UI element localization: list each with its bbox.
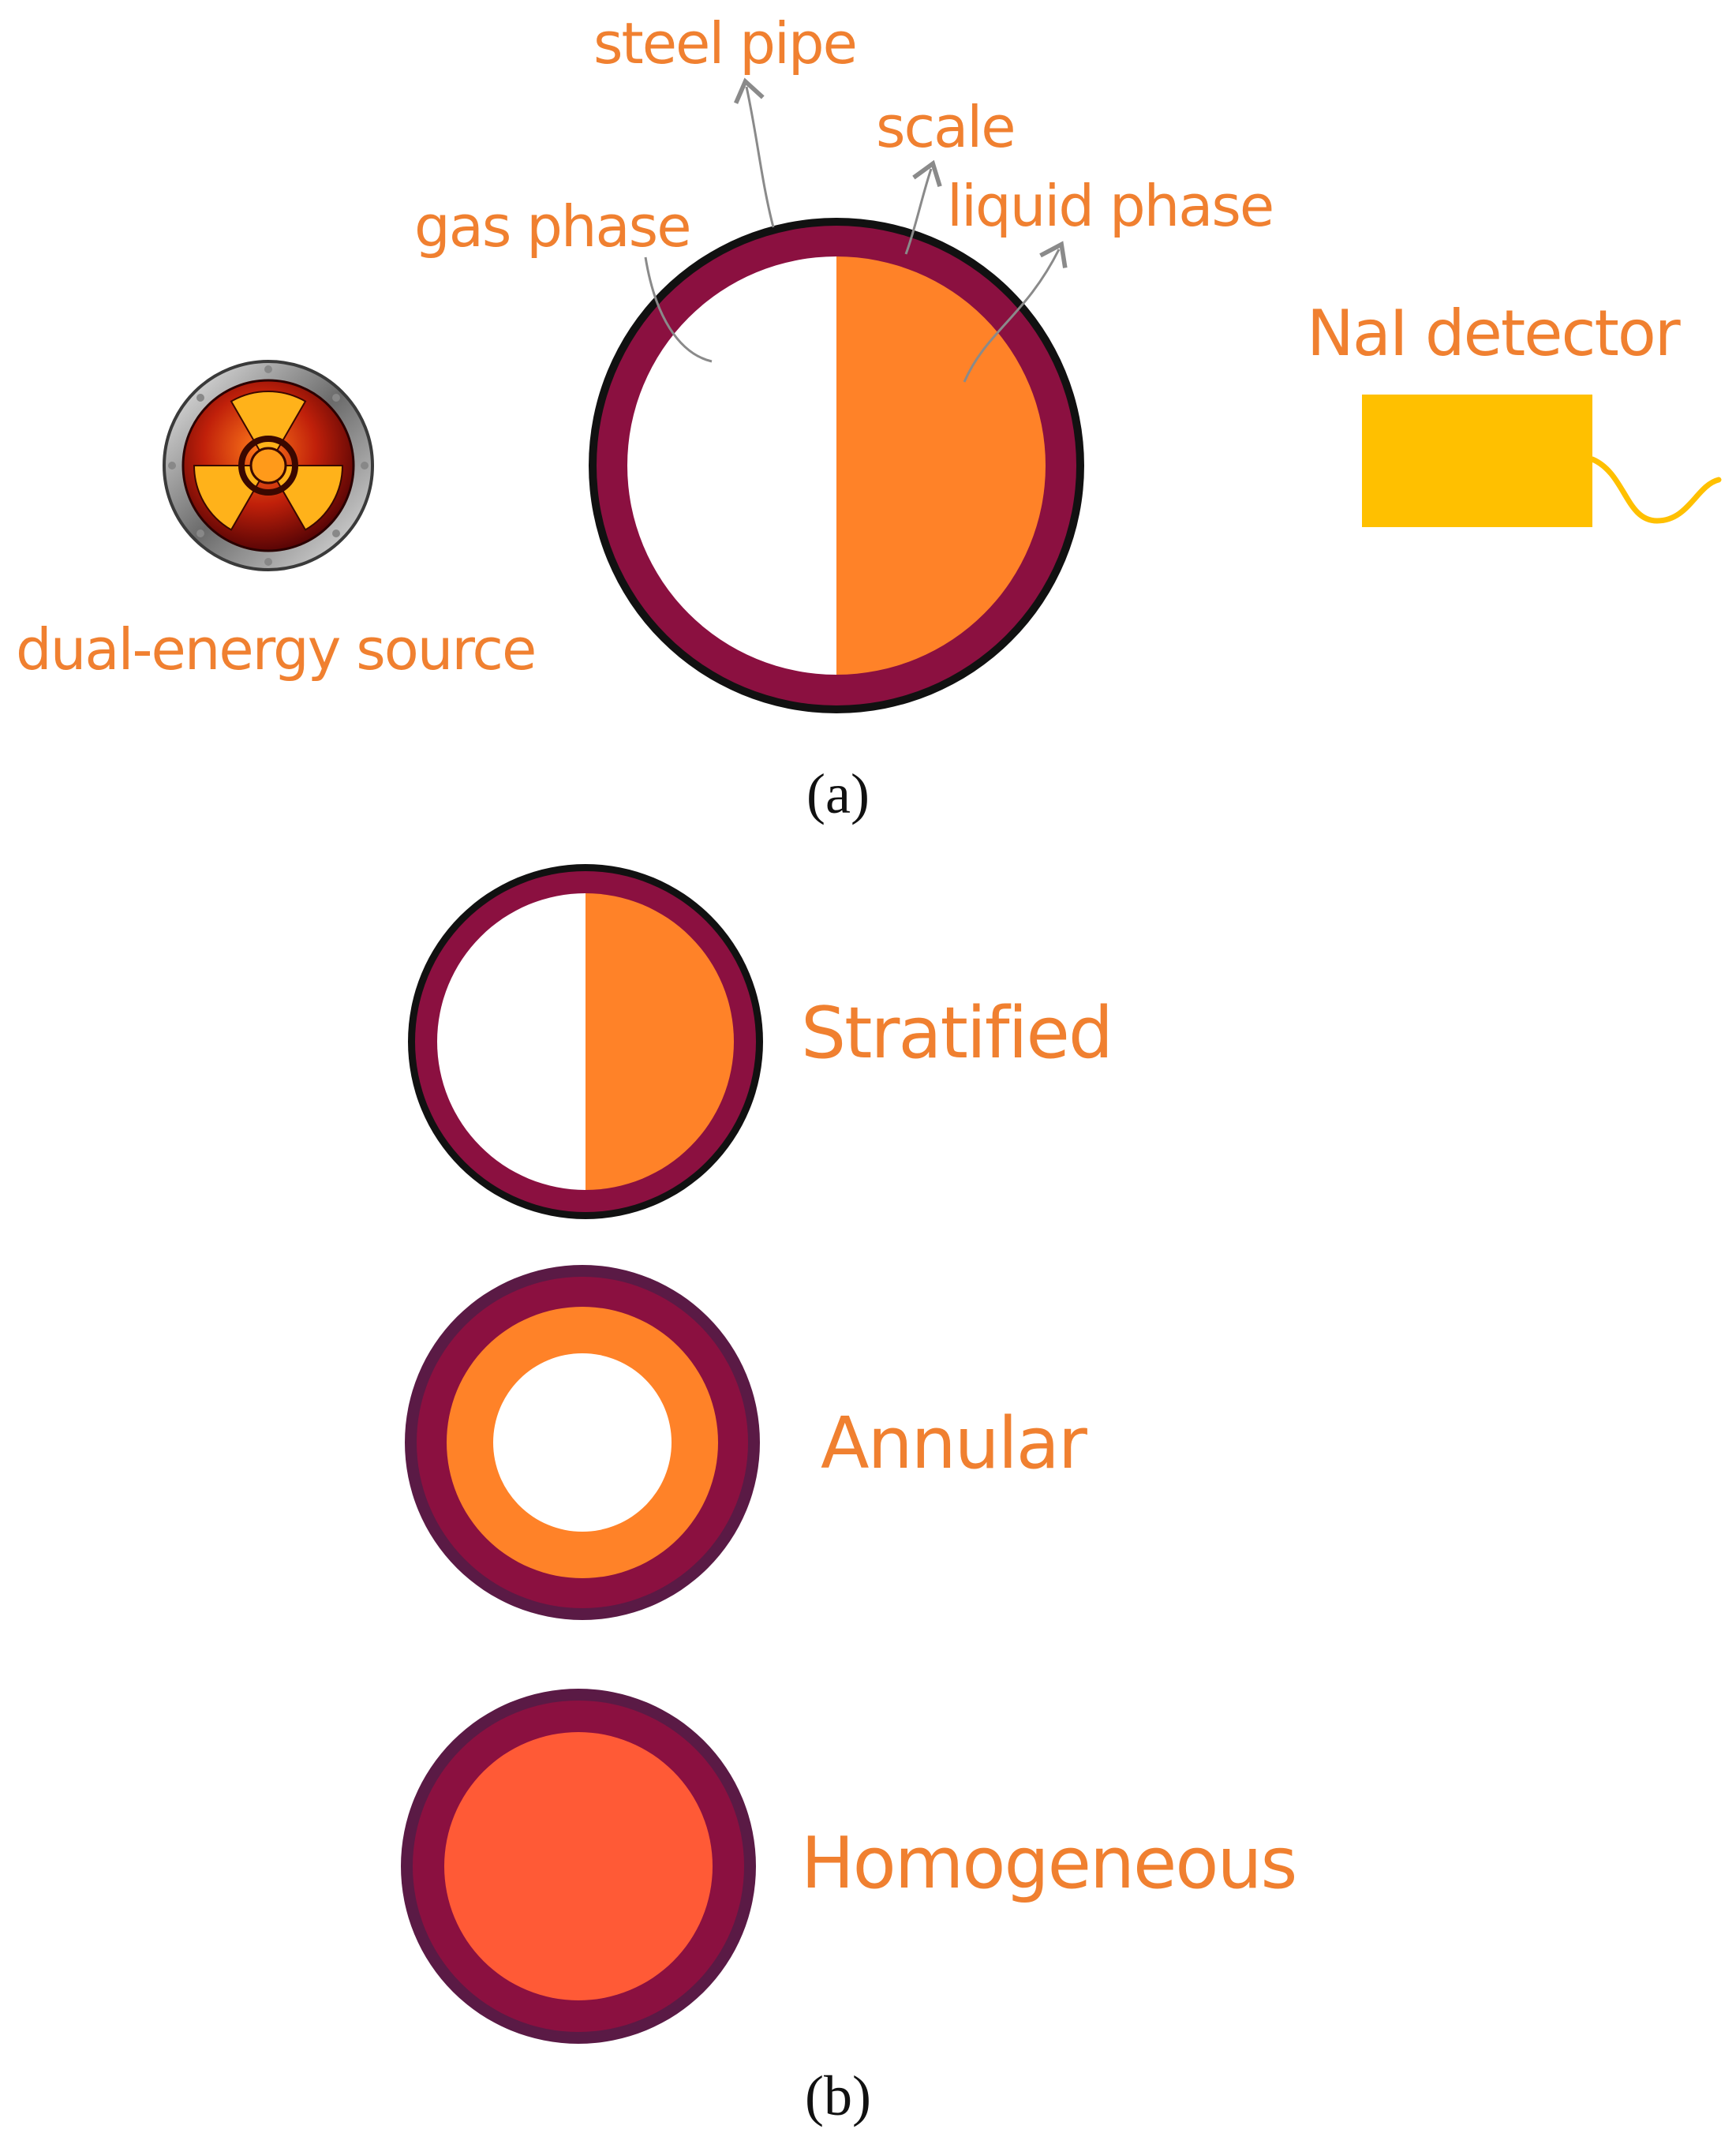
detector-label: NaI detector <box>1307 297 1681 370</box>
gas-phase-arrow <box>644 256 713 363</box>
annular-pipe <box>405 1265 760 1620</box>
panel-a: dual-energy source steel pipe scale gas … <box>16 10 1722 825</box>
liquid-phase-label: liquid phase <box>947 173 1273 239</box>
leader-arrows <box>644 77 1068 383</box>
regime-label-stratified: Stratified <box>801 992 1112 1075</box>
gas-phase-label: gas phase <box>414 193 690 260</box>
regime-label-homogeneous: Homogeneous <box>801 1822 1296 1905</box>
steel-pipe-arrow <box>734 77 775 228</box>
caption-b: (b) <box>805 2064 871 2127</box>
stratified-pipe <box>408 864 763 1219</box>
pipe-cross-section <box>589 218 1084 713</box>
homogeneous-pipe <box>401 1689 756 2044</box>
regime-label-annular: Annular <box>821 1402 1087 1485</box>
radiation-hazard-icon <box>163 360 374 571</box>
scale-label: scale <box>876 94 1015 160</box>
liquid-phase-arrow <box>963 241 1068 383</box>
panel-b: Stratified Annular Homogeneous (b) <box>401 864 1297 2127</box>
scale-arrow <box>904 159 942 255</box>
caption-a: (a) <box>806 762 870 825</box>
steel-pipe-label: steel pipe <box>593 10 856 77</box>
detector-box-icon <box>1362 395 1722 527</box>
source-label: dual-energy source <box>16 616 535 683</box>
